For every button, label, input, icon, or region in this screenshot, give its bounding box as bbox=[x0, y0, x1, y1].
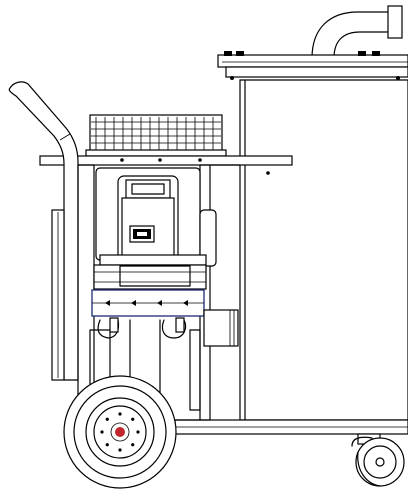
tank-body bbox=[239, 79, 408, 421]
tank-lid bbox=[217, 54, 408, 68]
duct-elbow bbox=[311, 5, 403, 59]
main-wheel bbox=[63, 375, 177, 489]
top-shelf bbox=[39, 155, 293, 175]
mount-plate bbox=[91, 289, 205, 317]
outlet-pipe bbox=[203, 309, 239, 347]
tank bbox=[174, 51, 408, 435]
handle bbox=[8, 81, 79, 381]
frame bbox=[51, 164, 241, 421]
caster-icon bbox=[355, 437, 405, 487]
fan-grille bbox=[85, 114, 227, 157]
caster bbox=[351, 433, 405, 487]
motor bbox=[93, 167, 217, 290]
motor-endcap bbox=[199, 209, 217, 267]
